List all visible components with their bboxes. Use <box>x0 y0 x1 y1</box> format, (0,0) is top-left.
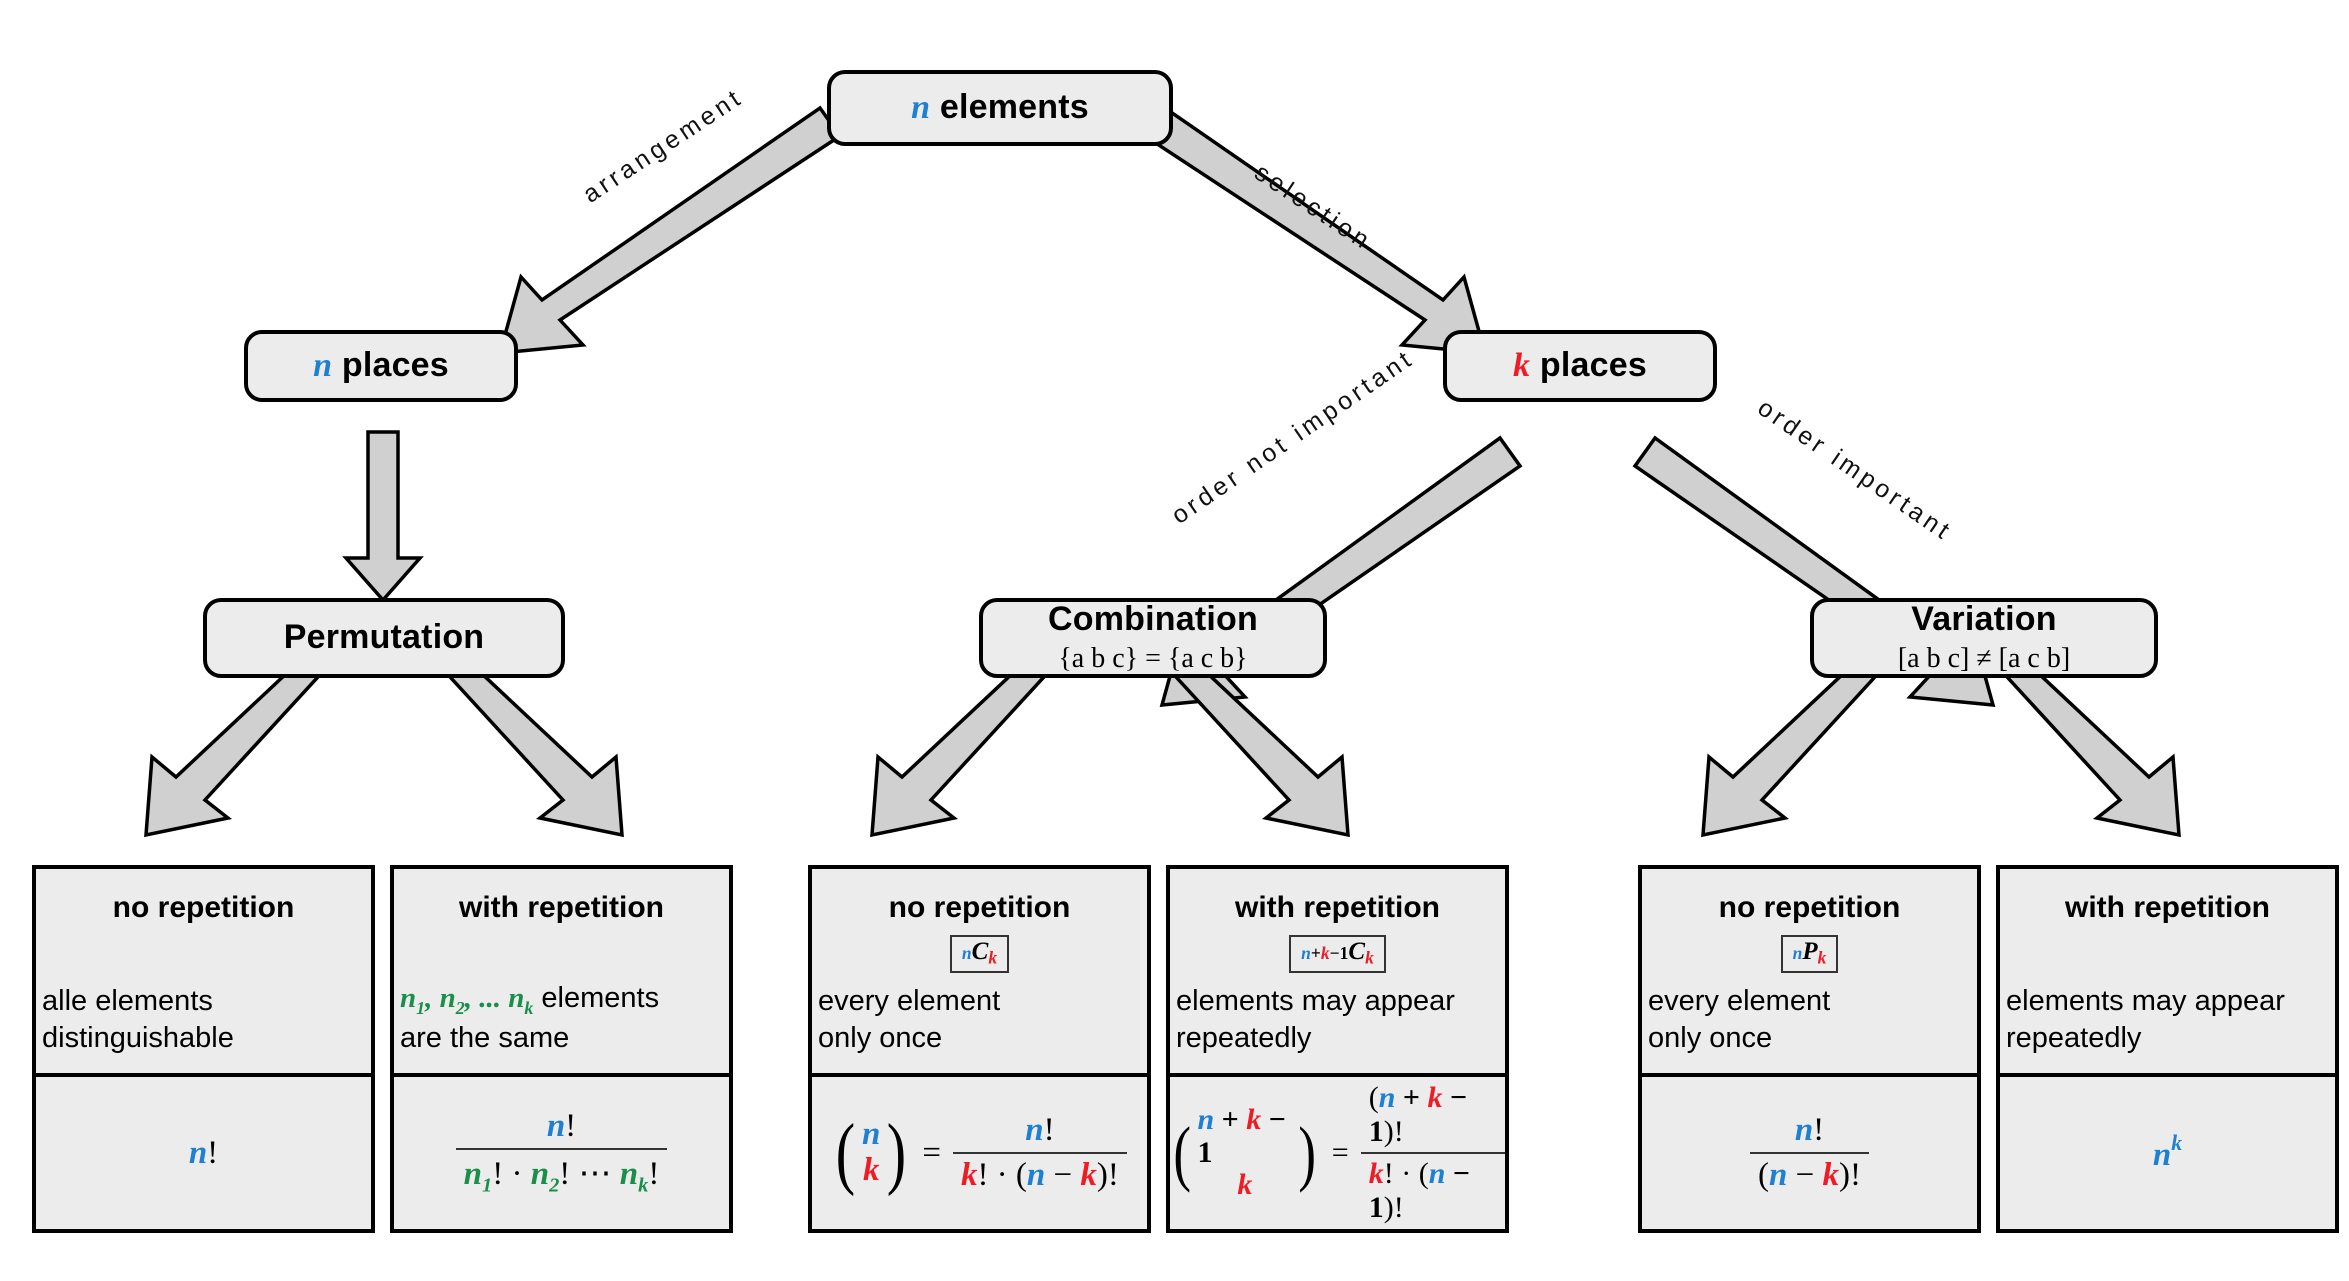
leaf-description: every element only once <box>812 983 1147 1057</box>
node-n-elements-label: n elements <box>911 88 1089 127</box>
leaf-header: no repetition <box>888 891 1071 924</box>
leaf-description: elements may appear repeatedly <box>2000 983 2335 1057</box>
leaf-comb-with-rep[interactable]: with repetition n+k−1Ck elements may app… <box>1166 865 1509 1233</box>
node-n-places-text: places <box>332 346 449 385</box>
leaf-formula: n! <box>36 1073 371 1229</box>
leaf-header: with repetition <box>1235 891 1440 924</box>
node-k-places-label: k places <box>1513 346 1647 385</box>
node-combination-title: Combination <box>1048 600 1258 639</box>
node-variation-title: Variation <box>1911 600 2057 639</box>
variable-n: n <box>313 347 333 385</box>
leaf-perm-with-rep[interactable]: with repetition n1, n2, ... nk elements … <box>390 865 733 1233</box>
leaf-desc-line: repeatedly <box>1176 1021 1312 1054</box>
leaf-desc-line: alle elements <box>42 984 213 1017</box>
leaf-var-no-rep-top: no repetition nPk every element only onc… <box>1642 869 1977 1073</box>
leaf-desc-line: elements may appear <box>2006 984 2285 1017</box>
leaf-header: with repetition <box>2065 891 2270 924</box>
leaf-formula: nk <box>2000 1073 2335 1229</box>
leaf-comb-with-rep-top: with repetition n+k−1Ck elements may app… <box>1170 869 1505 1073</box>
leaf-formula: n! (n − k)! <box>1642 1073 1977 1229</box>
leaf-description: every element only once <box>1642 983 1977 1057</box>
leaf-description: n1, n2, ... nk elements are the same <box>394 980 729 1057</box>
leaf-desc-line: distinguishable <box>42 1021 234 1054</box>
leaf-formula: n! n1! · n2! ⋯ nk! <box>394 1073 729 1229</box>
leaf-perm-with-rep-top: with repetition n1, n2, ... nk elements … <box>394 869 729 1073</box>
leaf-header: no repetition <box>1718 891 1901 924</box>
notation-badge-nPk: nPk <box>1780 935 1839 973</box>
leaf-var-no-rep[interactable]: no repetition nPk every element only onc… <box>1638 865 1981 1233</box>
leaf-var-with-rep[interactable]: with repetition elements may appear repe… <box>1996 865 2339 1233</box>
node-k-places[interactable]: k places <box>1443 330 1717 402</box>
node-permutation-title: Permutation <box>283 618 485 657</box>
leaf-description: alle elements distinguishable <box>36 983 371 1057</box>
leaf-desc-line: are the same <box>400 1021 570 1054</box>
leaf-comb-no-rep[interactable]: no repetition nCk every element only onc… <box>808 865 1151 1233</box>
leaf-desc-line: n1, n2, ... nk elements <box>400 982 660 1018</box>
node-permutation[interactable]: Permutation <box>203 598 565 678</box>
node-combination[interactable]: Combination {a b c} = {a c b} <box>979 598 1327 678</box>
node-variation-subtitle: [a b c] ≠ [a c b] <box>1897 643 2071 675</box>
leaf-desc-line: elements may appear <box>1176 984 1455 1017</box>
leaf-desc-line: every element <box>818 984 1001 1017</box>
node-n-places[interactable]: n places <box>244 330 518 402</box>
leaf-desc-line: every element <box>1648 984 1831 1017</box>
node-combination-subtitle: {a b c} = {a c b} <box>1058 643 1248 675</box>
notation-badge-nCk: nCk <box>949 935 1010 973</box>
leaf-perm-no-rep[interactable]: no repetition alle elements distinguisha… <box>32 865 375 1233</box>
leaf-var-with-rep-top: with repetition elements may appear repe… <box>2000 869 2335 1073</box>
leaf-desc-line: repeatedly <box>2006 1021 2142 1054</box>
leaf-description: elements may appear repeatedly <box>1170 983 1505 1057</box>
node-n-elements-text: elements <box>930 88 1089 127</box>
node-n-elements[interactable]: n elements <box>827 70 1173 146</box>
leaf-desc-line: only once <box>818 1021 943 1054</box>
leaf-desc-line: only once <box>1648 1021 1773 1054</box>
node-k-places-text: places <box>1530 346 1647 385</box>
variable-k: k <box>1513 347 1531 385</box>
notation-badge-npkm1Ck: n+k−1Ck <box>1289 935 1386 973</box>
node-n-places-label: n places <box>313 346 449 385</box>
node-variation[interactable]: Variation [a b c] ≠ [a c b] <box>1810 598 2158 678</box>
leaf-header: no repetition <box>112 891 295 924</box>
leaf-header: with repetition <box>459 891 664 924</box>
leaf-comb-no-rep-top: no repetition nCk every element only onc… <box>812 869 1147 1073</box>
variable-n: n <box>911 89 931 127</box>
leaf-perm-no-rep-top: no repetition alle elements distinguisha… <box>36 869 371 1073</box>
